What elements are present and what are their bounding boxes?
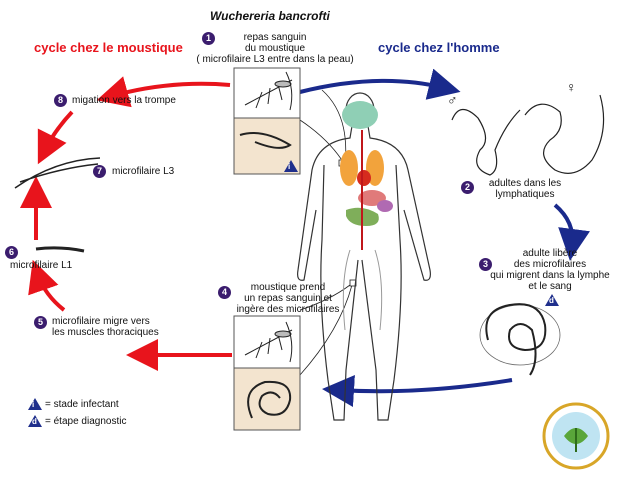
mosquito-icon-top [244,71,293,111]
lymph-vessels [342,249,383,331]
legend-infective-letter: i [32,400,35,409]
mosquito-cycle-label: cycle chez le moustique [34,40,183,55]
infective-stage-mark: i [284,160,298,172]
infective-stage-mark-letter: i [288,162,291,171]
arrow-1-to-2 [299,68,461,100]
step-6-text: microfilaire L1 [10,260,73,271]
liver-organ [358,190,386,206]
step-8-badge: 8 [54,94,67,107]
step-3-text: adulte libère des microfilaires qui migr… [470,248,630,292]
step-3-line-3: qui migrent dans la lymphe [490,270,610,281]
arrow-3-to-4 [322,375,513,407]
step-2-badge: 2 [461,181,474,194]
mosquito-icon-bottom [244,321,293,363]
step-5-badge: 5 [34,316,47,329]
step-4-line-3: ingère des microfilaires [236,304,340,315]
stomach-organ [377,200,393,212]
legend-diagnostic-text: = étape diagnostic [45,415,127,427]
panel-ingested-microfilaria [233,367,301,431]
male-worm [451,108,521,176]
step-8-text: migation vers la trompe [72,95,176,106]
step-4-line-1: moustique prend [250,282,326,293]
microfilaria-release-worm [485,303,547,376]
legend-infective-mark: i [28,398,42,410]
step-7-text: microfilaire L3 [112,166,175,177]
step-1-line-2: du moustique [244,43,306,54]
arrow-8-to-7 [37,110,74,165]
step-3-line-1: adulte libère [522,248,578,259]
diagram-title: Wuchereria bancrofti [210,9,330,23]
step-1-text: repas sanguin du moustique ( microfilair… [175,32,375,65]
human-cycle-label: cycle chez l'homme [378,40,500,55]
legend-diagnostic-mark: d [28,415,42,427]
step-6-badge: 6 [5,246,18,259]
step-3-badge: 3 [479,258,492,271]
arrow-1-to-8 [96,76,231,108]
human-cycle-arrows [299,68,590,407]
step-2-line-1: adultes dans les [488,178,562,189]
step-2-line-2: lymphatiques [495,189,555,200]
microfilaria-l3-larva-icon [14,157,101,189]
adult-worms [451,94,605,176]
step-3-line-2: des microfilaires [513,259,587,270]
diagnostic-stage-mark: d [545,294,559,306]
microfilaria-l3-worm-icon [239,132,292,149]
step-4-text: moustique prend un repas sanguin et ingè… [228,282,348,315]
step-2-text: adultes dans les lymphatiques [470,178,580,200]
legend-infective-text: = stade infectant [45,398,119,410]
step-4-line-2: un repas sanguin et [244,293,332,304]
legend-diagnostic: d = étape diagnostic [28,415,126,427]
brain-organ [342,101,378,129]
step-5-text: microfilaire migre vers les muscles thor… [52,316,202,338]
lung-left [340,150,358,186]
heart-organ [357,170,371,186]
step-3-line-4: et le sang [528,281,572,292]
step-7-badge: 7 [93,165,106,178]
panel-mosquito-bite-bottom [233,315,301,369]
arrow-6-to-5 [28,259,66,312]
human-body [297,92,431,421]
ingested-microfilaria-icon [247,380,292,419]
connector-lines [299,89,357,376]
legend-infective: i = stade infectant [28,398,119,410]
female-symbol: ♀ [566,79,577,95]
mosquito-cycle-arrows [20,76,232,371]
male-symbol: ♂ [447,92,458,108]
microfilaria-l1-icon [35,246,85,253]
human-organs [340,101,393,331]
diagnostic-stage-mark-letter: d [549,296,554,305]
step-5-line-2: les muscles thoraciques [52,327,159,338]
legend-diagnostic-letter: d [32,417,37,426]
step-1-line-1: repas sanguin [243,32,307,43]
step-1-line-3: ( microfilaire L3 entre dans la peau) [196,54,354,65]
step-1-badge: 1 [202,32,215,45]
step-4-badge: 4 [218,286,231,299]
step-5-line-1: microfilaire migre vers [52,316,150,327]
arrow-2-to-3 [553,203,590,261]
female-worm [524,94,605,174]
